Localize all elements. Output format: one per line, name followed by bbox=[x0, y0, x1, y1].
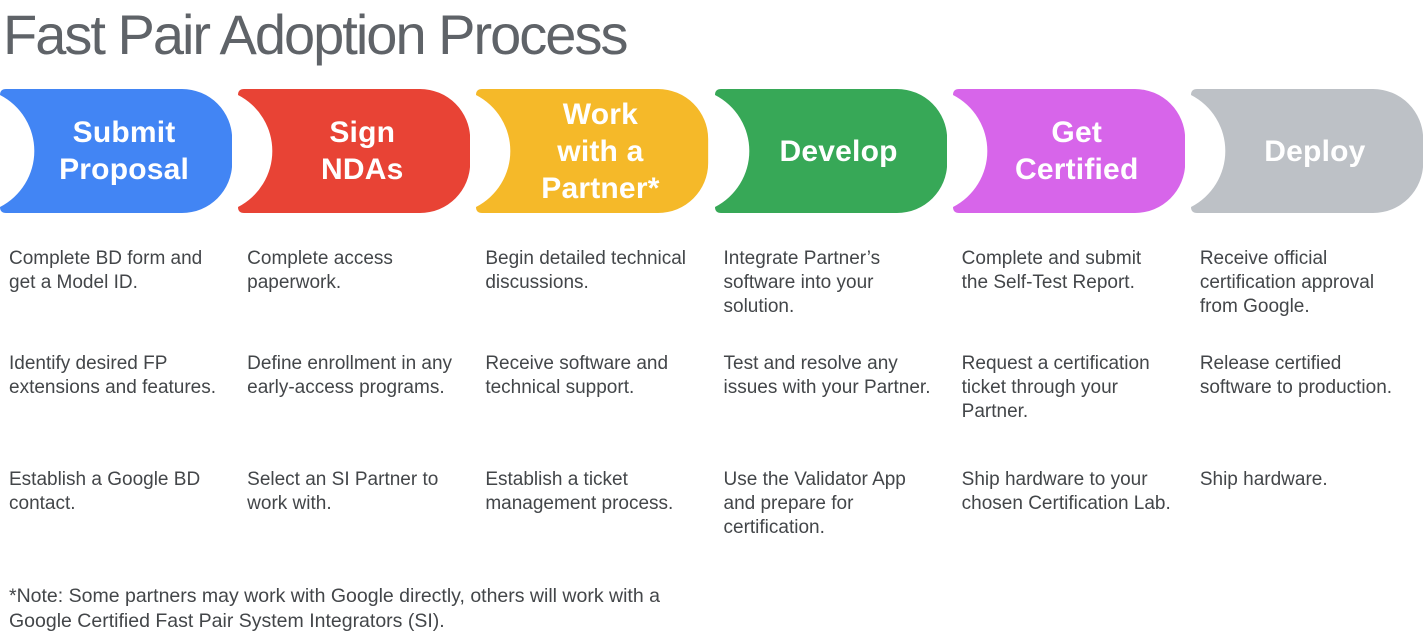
stage-label: Get Certified bbox=[1014, 116, 1139, 186]
stage-submit-proposal: Submit Proposal bbox=[0, 89, 233, 213]
step-text: Request a certification ticket through y… bbox=[961, 353, 1150, 422]
step-text: Establish a ticket management process. bbox=[485, 469, 674, 514]
stage-get-certified: Get Certified bbox=[952, 89, 1185, 213]
step-text: Begin detailed technical discussions. bbox=[485, 248, 687, 293]
step-text: Ship hardware. bbox=[1199, 469, 1328, 490]
step-text: Receive software and technical support. bbox=[485, 353, 669, 398]
footnote: *Note: Some partners may work with Googl… bbox=[9, 585, 660, 632]
step-text: Ship hardware to your chosen Certificati… bbox=[961, 469, 1171, 514]
stage-sign-ndas: Sign NDAs bbox=[238, 89, 471, 213]
step-text: Use the Validator App and prepare for ce… bbox=[723, 469, 906, 538]
process-stage-band: Submit Proposal Sign NDAs Work with a Pa… bbox=[0, 89, 1423, 213]
stage-deploy: Deploy bbox=[1190, 89, 1423, 213]
step-text: Define enrollment in any early-access pr… bbox=[247, 353, 453, 398]
step-text: Complete access paperwork. bbox=[247, 248, 393, 293]
step-text: Integrate Partner’s software into your s… bbox=[723, 248, 881, 317]
stage-shape-blue bbox=[0, 89, 233, 213]
stage-details-grid: Complete BD form and get a Model ID. Ide… bbox=[0, 247, 1423, 540]
stage-label: Develop bbox=[779, 134, 898, 168]
stage-shape-green bbox=[714, 89, 947, 213]
stage-shape-yellow bbox=[476, 89, 709, 213]
step-text: Complete and submit the Self-Test Report… bbox=[961, 248, 1142, 293]
page-title: Fast Pair Adoption Process bbox=[3, 3, 628, 66]
stage-shape-red bbox=[238, 89, 471, 213]
stage-shape-magenta bbox=[952, 89, 1185, 213]
step-text: Test and resolve any issues with your Pa… bbox=[723, 353, 931, 398]
stage-label: Sign NDAs bbox=[321, 116, 404, 186]
stage-shape-gray bbox=[1190, 89, 1423, 213]
stage-label: Work with a Partner* bbox=[541, 97, 660, 205]
step-text: Release certified software to production… bbox=[1199, 353, 1393, 398]
stage-label: Submit Proposal bbox=[59, 116, 190, 186]
fast-pair-adoption-diagram: Fast Pair Adoption Process Submit Propos… bbox=[0, 5, 1423, 637]
stage-label: Deploy bbox=[1264, 134, 1366, 168]
stage-work-with-partner: Work with a Partner* bbox=[476, 89, 709, 213]
step-text: Complete BD form and get a Model ID. bbox=[9, 248, 203, 293]
step-text: Select an SI Partner to work with. bbox=[247, 469, 439, 514]
step-text: Establish a Google BD contact. bbox=[9, 469, 201, 514]
stage-develop: Develop bbox=[714, 89, 947, 213]
step-text: Receive official certification approval … bbox=[1199, 248, 1375, 317]
step-text: Identify desired FP extensions and featu… bbox=[9, 353, 217, 398]
